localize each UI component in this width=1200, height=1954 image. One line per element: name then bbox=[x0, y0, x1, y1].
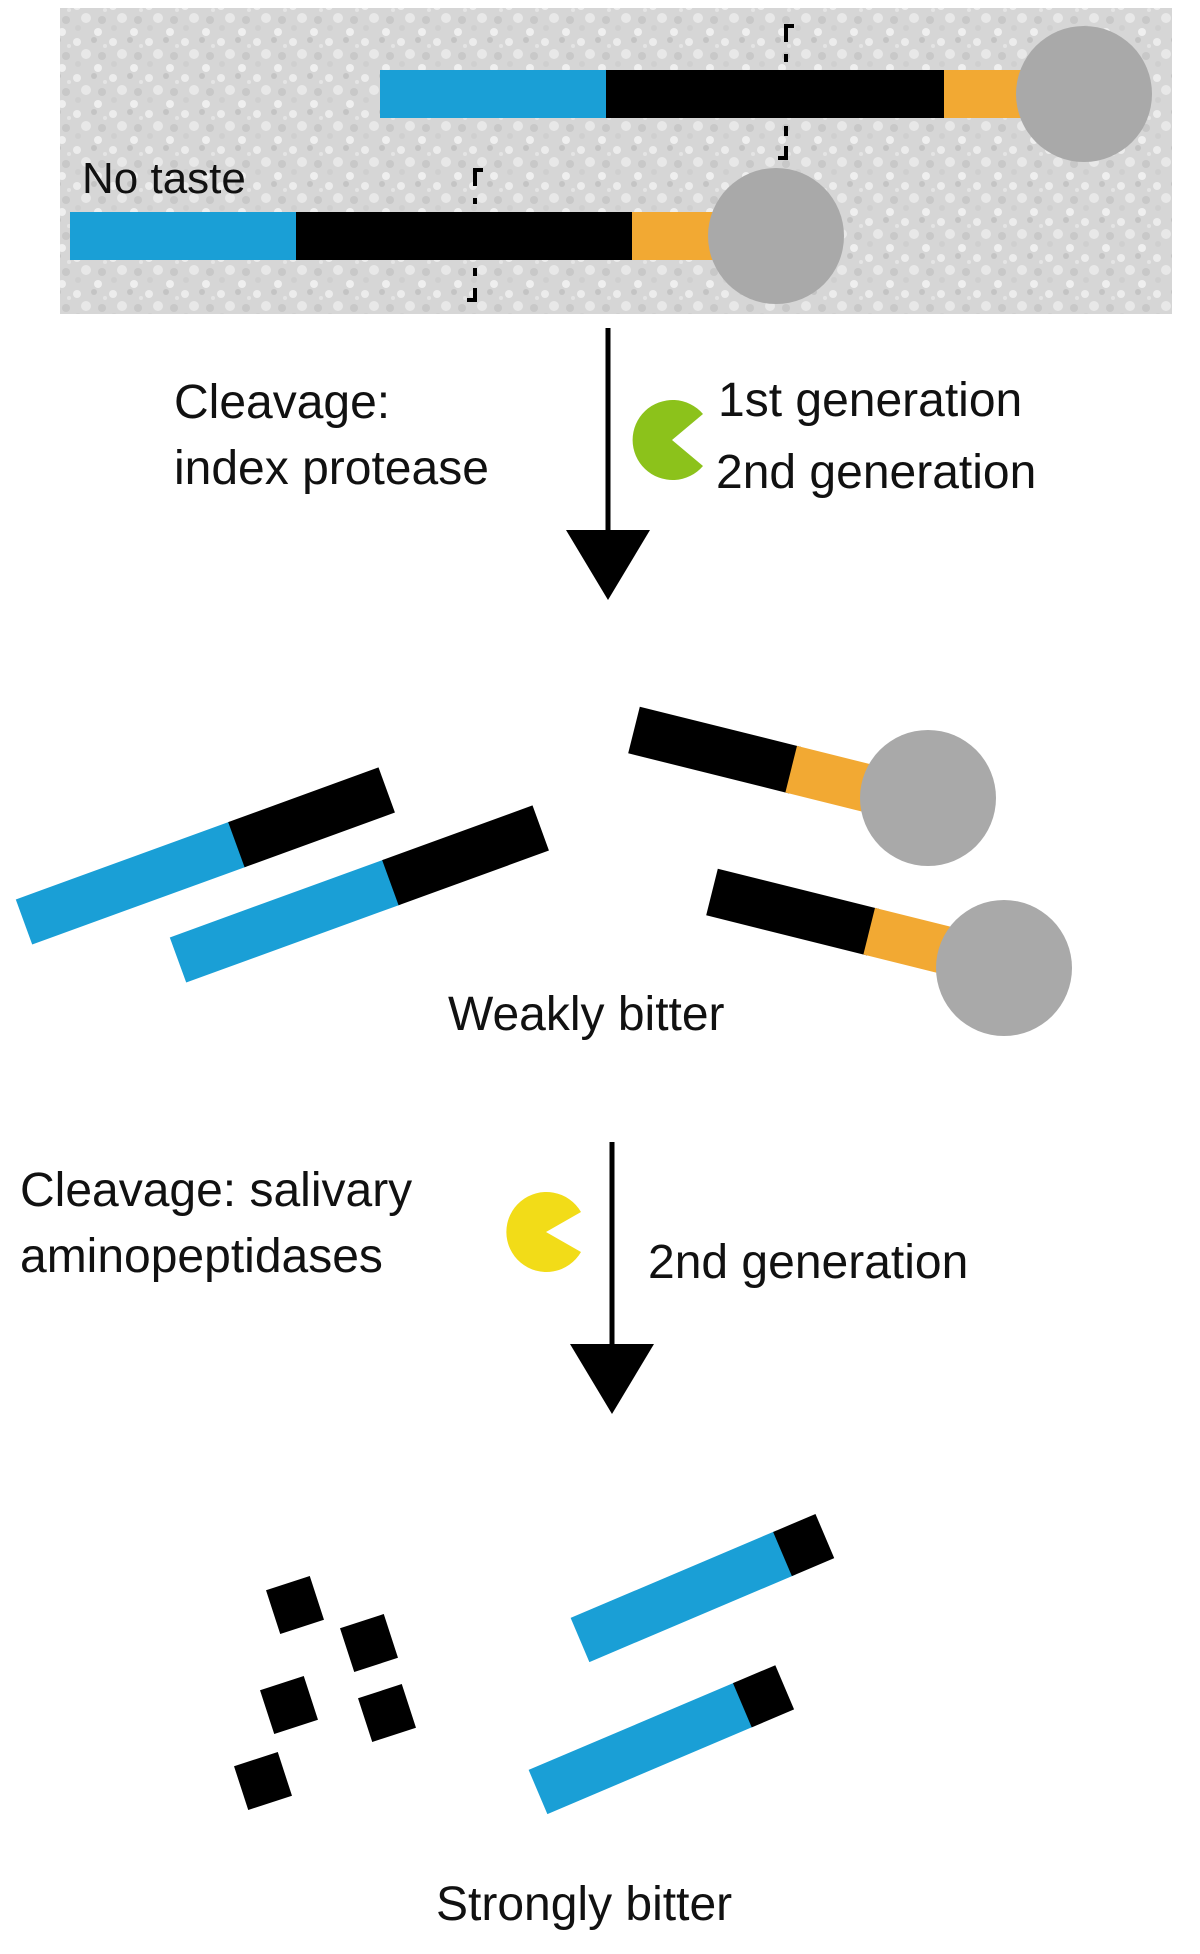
no-taste-label: No taste bbox=[82, 154, 246, 203]
bead-bound-fragment-1 bbox=[628, 706, 996, 866]
amino-acid-squares bbox=[234, 1576, 416, 1810]
aminopeptidases-label: aminopeptidases bbox=[20, 1230, 383, 1283]
gray-bead bbox=[1016, 26, 1152, 162]
second-generation-label-2: 2nd generation bbox=[648, 1236, 968, 1289]
bitter-peptide-1 bbox=[570, 1513, 835, 1663]
down-arrow bbox=[566, 328, 650, 600]
second-generation-label: 2nd generation bbox=[716, 446, 1036, 499]
free-peptide-fragment-2 bbox=[169, 805, 549, 983]
substrate-peptide-top bbox=[380, 24, 1152, 162]
strongly-bitter-label: Strongly bitter bbox=[436, 1878, 732, 1931]
down-arrow bbox=[570, 1142, 654, 1414]
amino-acid-square bbox=[266, 1576, 324, 1634]
cleavage-label: Cleavage: bbox=[174, 376, 390, 429]
yellow-pacman-icon bbox=[506, 1192, 581, 1273]
black-segment bbox=[296, 212, 636, 260]
weakly-bitter-fragments: Weakly bitter bbox=[15, 706, 1072, 1041]
free-peptide-fragment-1 bbox=[15, 767, 395, 945]
gray-bead bbox=[708, 168, 844, 304]
cleavage-salivary-label: Cleavage: salivary bbox=[20, 1164, 412, 1217]
orange-linker bbox=[944, 70, 1026, 118]
blue-segment bbox=[70, 212, 298, 260]
amino-acid-square bbox=[340, 1614, 398, 1672]
cleavage-step-2: Cleavage: salivary aminopeptidases 2nd g… bbox=[20, 1142, 968, 1414]
amino-acid-square bbox=[358, 1684, 416, 1742]
index-protease-label: index protease bbox=[174, 442, 489, 495]
cleavage-site-marker bbox=[778, 24, 794, 160]
substrate-peptide-bottom bbox=[70, 168, 844, 304]
speckled-background bbox=[60, 8, 1172, 314]
bitter-peptide-2 bbox=[528, 1665, 795, 1815]
black-segment bbox=[606, 70, 948, 118]
first-generation-label: 1st generation bbox=[718, 374, 1022, 427]
uncleaved-substrate-panel: No taste bbox=[60, 8, 1172, 314]
amino-acid-square bbox=[260, 1676, 318, 1734]
cleavage-step-1: Cleavage: index protease 1st generation … bbox=[174, 328, 1036, 600]
orange-linker bbox=[632, 212, 714, 260]
blue-segment bbox=[380, 70, 608, 118]
strongly-bitter-fragments: Strongly bitter bbox=[234, 1513, 835, 1931]
weakly-bitter-label: Weakly bitter bbox=[448, 988, 725, 1041]
amino-acid-square bbox=[234, 1752, 292, 1810]
cleavage-site-marker bbox=[467, 168, 483, 302]
bead-bound-fragment-2 bbox=[706, 868, 1072, 1036]
green-pacman-icon bbox=[632, 400, 703, 480]
